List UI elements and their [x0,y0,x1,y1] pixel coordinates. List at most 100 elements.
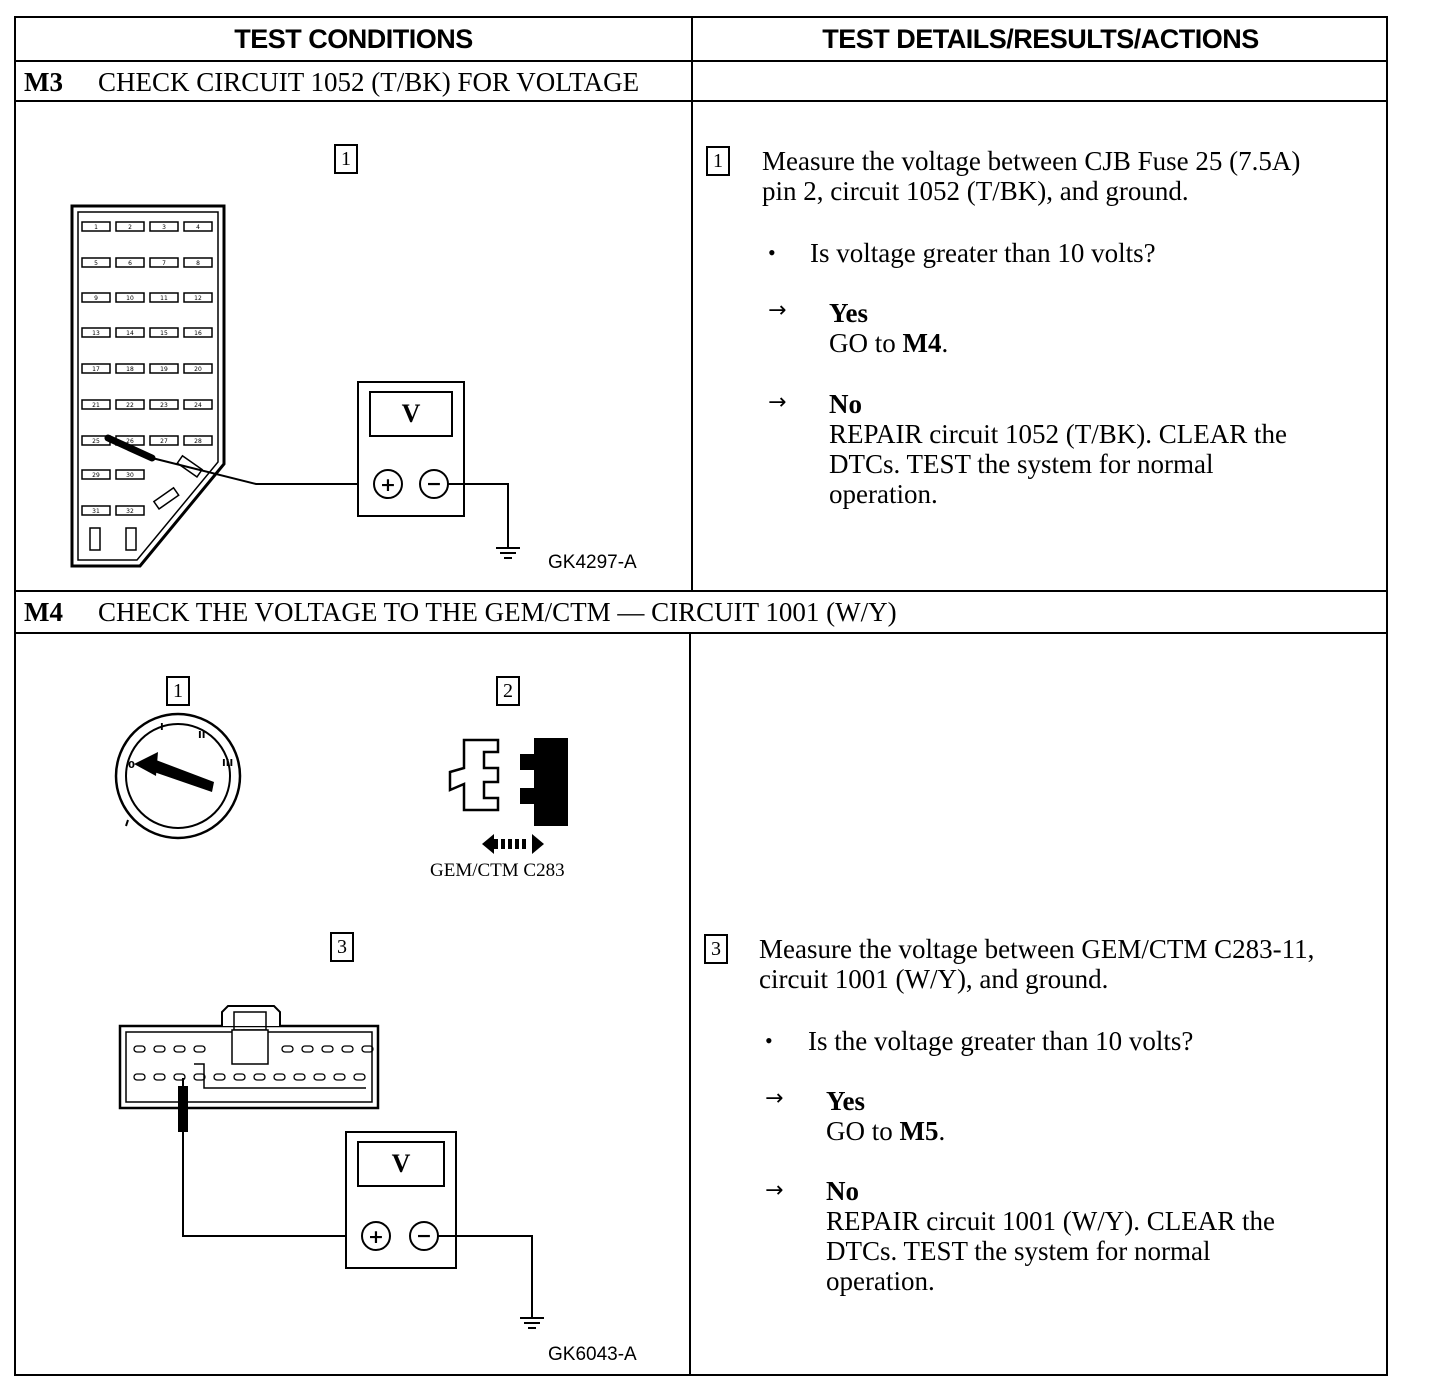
instruction-line: Measure the voltage between CJB Fuse 25 … [762,146,1301,176]
goto-step-link[interactable]: M5 [899,1116,939,1146]
svg-text:III: III [222,758,233,769]
no-action-line: REPAIR circuit 1052 (T/BK). CLEAR the [829,419,1287,449]
step-id: M4 [24,597,63,627]
fuse [149,327,179,338]
fuse-number: 22 [126,402,134,409]
fuse [149,221,179,232]
connector-pin [333,1073,346,1081]
plus-terminal [373,469,403,499]
figure-id: GK6043-A [548,1344,637,1365]
yes-arrow: → [765,1086,784,1111]
bullet: • [765,1028,773,1053]
no-action-line: operation. [826,1266,935,1296]
connector-pin [173,1045,186,1053]
m4-top-rule [16,590,1386,592]
fuse [183,221,213,232]
fuse [115,221,145,232]
voltmeter-display [357,1141,445,1187]
callout-number: 1 [334,144,358,174]
svg-text:−: − [426,473,442,495]
no-action-line: DTCs. TEST the system for normal [826,1236,1211,1266]
connector-pin [133,1045,146,1053]
question-text: Is voltage greater than 10 volts? [810,238,1156,268]
step-title-text: CHECK CIRCUIT 1052 (T/BK) FOR VOLTAGE [98,67,640,97]
no-action-line: operation. [829,479,938,509]
plus-terminal [361,1221,391,1251]
fuse-number: 32 [126,508,134,515]
connector-disconnect-icon [448,738,568,854]
fuse [183,435,213,446]
test-probe [178,1086,188,1132]
callout-number: 3 [330,932,354,962]
fuse [81,363,111,374]
fuse-diagonal [152,486,180,511]
fuse [81,505,111,516]
test-probe [104,434,156,462]
connector-pin [153,1045,166,1053]
fuse [115,292,145,303]
header-rule [16,60,1386,62]
svg-text:II: II [198,730,205,741]
connector-pin [301,1045,314,1053]
connector-pin [313,1073,326,1081]
svg-text:+: + [380,474,396,496]
ignition-connector-meter-diagram: 0 I II III [114,712,568,1329]
fuse [81,399,111,410]
fuse [183,363,213,374]
fuse-number: 29 [92,472,100,479]
connector-pin [353,1073,366,1081]
fuse-number: 31 [92,508,100,515]
fuse-number: 6 [128,260,132,267]
instruction-line: Measure the voltage between GEM/CTM C283… [759,934,1315,964]
step-title-text: CHECK THE VOLTAGE TO THE GEM/CTM — CIRCU… [98,597,897,627]
fuse-number: 16 [194,330,202,337]
voltmeter-display [369,391,453,437]
goto-step-link[interactable]: M4 [902,328,942,358]
fuse-number: 20 [194,366,202,373]
connector-pin [293,1073,306,1081]
fuse-number: 1 [94,224,98,231]
figure-id: GK4297-A [548,552,637,573]
fuse [81,257,111,268]
connector-pin [213,1073,226,1081]
callout-number: 2 [496,676,520,706]
fuse-number: 17 [92,366,100,373]
fuse [81,327,111,338]
fuse [115,399,145,410]
no-label: No [826,1176,859,1206]
fuse-diagonal [176,454,204,479]
connector-pin [281,1045,294,1053]
fuse [149,292,179,303]
step-id: M3 [24,67,63,97]
yes-label: Yes [826,1086,865,1116]
fuse [115,505,145,516]
header-test-details: TEST DETAILS/RESULTS/ACTIONS [822,24,1259,54]
fuse-number: 15 [160,330,168,337]
question-text: Is the voltage greater than 10 volts? [808,1026,1194,1056]
m3-title-rule [16,100,1386,102]
svg-text:+: + [368,1226,384,1248]
bullet: • [768,240,776,265]
fuse-number: 30 [126,472,134,479]
fuse [115,257,145,268]
fuse-number: 24 [194,402,202,409]
fuse-number: 9 [94,295,98,302]
fuse-number: 8 [196,260,200,267]
fuse-number: 19 [160,366,168,373]
yes-arrow: → [768,298,787,323]
svg-text:I: I [160,722,164,733]
column-divider [691,18,693,590]
connector-pin [133,1073,146,1081]
fuse-number: 28 [194,438,202,445]
fuse [115,363,145,374]
fuse-number: 12 [194,295,202,302]
fuse [183,257,213,268]
fuse-number: 26 [126,438,134,445]
no-arrow: → [765,1178,784,1203]
fuse [115,327,145,338]
ground-symbol-icon [496,547,520,559]
svg-text:0: 0 [128,760,135,771]
connector-pin [341,1045,354,1053]
callout-number: 1 [706,146,730,176]
fuse [81,292,111,303]
